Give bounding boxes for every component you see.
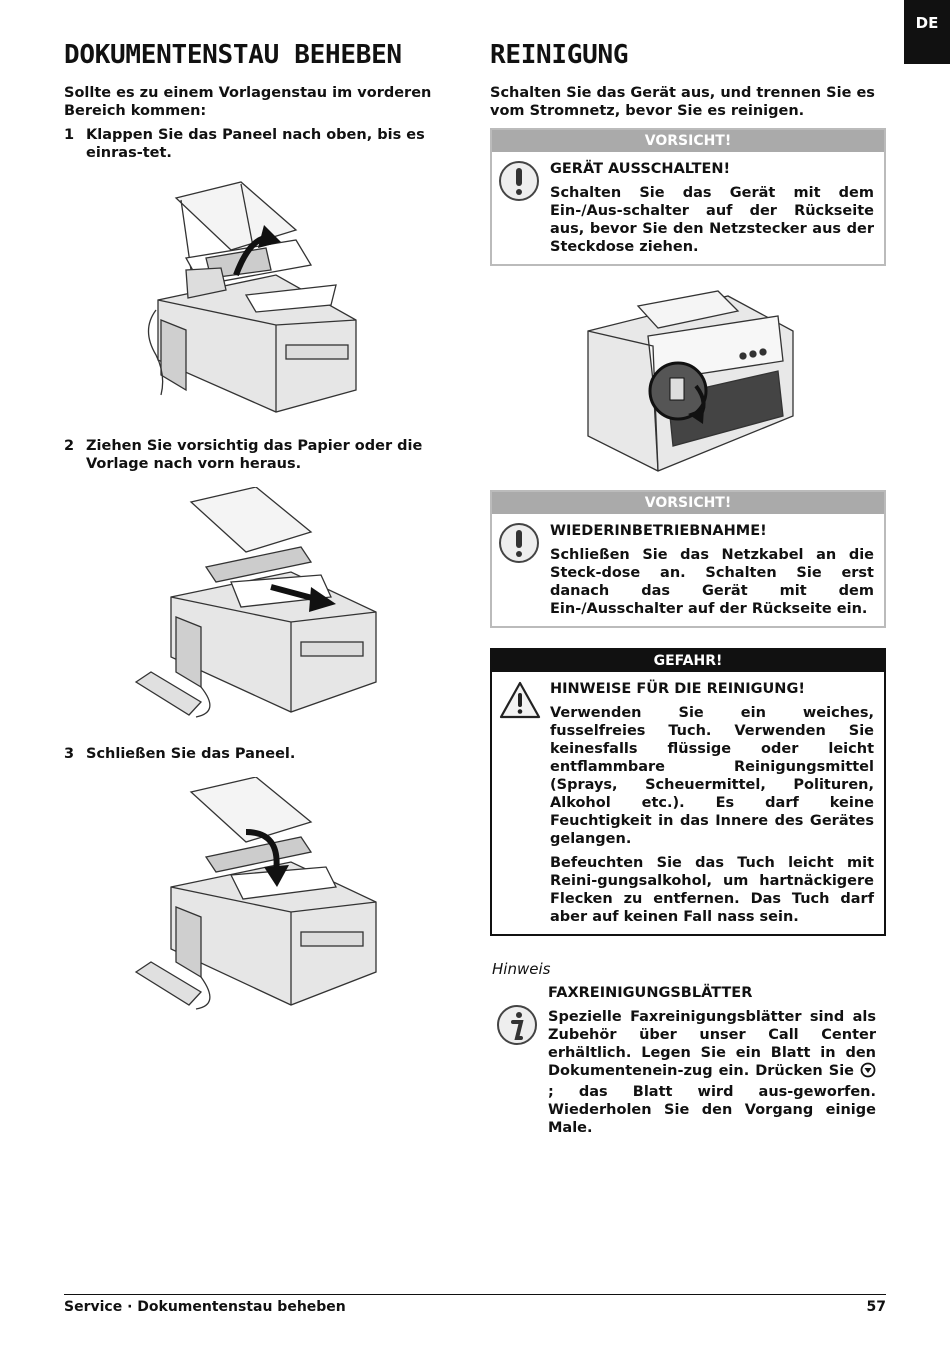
exclamation-icon [498,522,550,618]
danger-box-cleaning: GEFAHR! HINWEISE FÜR DIE REINIGUNG! Verw… [490,648,886,936]
intro-text: Sollte es zu einem Vorlagenstau im vorde… [64,85,432,119]
note-section: Hinweis FAXREINIGUNGSBLÄTTER Spezielle F… [490,960,886,1137]
danger-text-2: Befeuchten Sie das Tuch leicht mit Reini… [550,855,874,925]
fax-panel-open-illustration [147,181,357,413]
section-heading-document-jam: DOKUMENTENSTAU BEHEBEN [64,40,402,70]
caution-title: GERÄT AUSSCHALTEN! [550,161,731,177]
footer-rule [64,1294,886,1295]
caution-box-restart: VORSICHT! WIEDERINBETRIEBNAHME! Schließe… [490,490,886,628]
copy-button-icon [860,1062,876,1083]
note-text: Spezielle Faxreinigungsblätter sind als … [548,1009,876,1136]
footer-section-title: Service · Dokumentenstau beheben [64,1299,346,1315]
step-2: 2 Ziehen Sie vorsichtig das Papier oder … [64,438,423,472]
note-title: FAXREINIGUNGSBLÄTTER [548,985,753,1001]
danger-text-1: Verwenden Sie ein weiches, fusselfreies … [550,705,874,847]
fax-rear-power-switch-illustration [587,290,794,472]
danger-label: GEFAHR! [492,650,884,672]
cleaning-intro: Schalten Sie das Gerät aus, und trennen … [490,85,875,119]
language-tab: DE [904,0,950,64]
info-icon [496,984,548,1137]
page-number: 57 [866,1299,886,1315]
fax-paper-removal-illustration [134,487,377,718]
right-column: REINIGUNG Schalten Sie das Gerät aus, un… [490,40,886,1137]
section-heading-cleaning: REINIGUNG [490,40,629,70]
warning-triangle-icon [498,680,550,926]
fax-panel-close-illustration [134,777,377,1010]
caution-label: VORSICHT! [492,492,884,514]
danger-title: HINWEISE FÜR DIE REINIGUNG! [550,681,805,697]
caution-text: Schalten Sie das Gerät mit dem Ein-/Aus-… [550,185,874,255]
step-1: 1 Klappen Sie das Paneel nach oben, bis … [64,127,425,161]
caution-box-power-off: VORSICHT! GERÄT AUSSCHALTEN! Schalten Si… [490,128,886,266]
caution-title: WIEDERINBETRIEBNAHME! [550,523,767,539]
exclamation-icon [498,160,550,256]
caution-label: VORSICHT! [492,130,884,152]
note-label: Hinweis [492,960,551,978]
caution-text: Schließen Sie das Netzkabel an die Steck… [550,547,874,617]
step-3: 3 Schließen Sie das Paneel. [64,746,296,762]
left-column: DOKUMENTENSTAU BEHEBEN Sollte es zu eine… [64,40,458,1022]
